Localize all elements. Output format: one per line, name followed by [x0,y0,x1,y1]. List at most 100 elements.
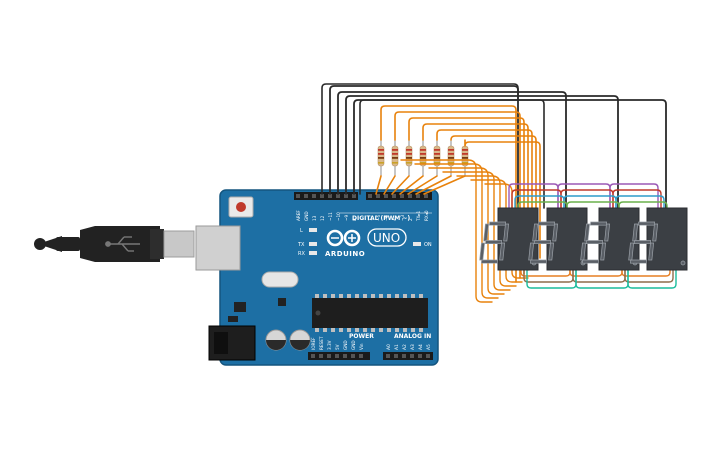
analog-pin[interactable] [402,354,406,358]
black-wires[interactable] [321,83,667,209]
wire[interactable] [624,269,674,283]
wire[interactable] [575,269,629,289]
power-pin[interactable] [335,354,339,358]
digital-pin[interactable] [352,194,356,198]
wire[interactable] [526,269,577,289]
wire[interactable] [422,123,529,271]
wire[interactable] [408,117,525,275]
digital-pin[interactable] [336,194,340,198]
digital-pin-label: 2 [408,218,413,221]
power-pin[interactable] [351,354,355,358]
wire[interactable] [359,99,545,209]
segment [532,223,539,242]
wire[interactable] [394,111,521,279]
segment [528,242,535,261]
seven-segment-display-2[interactable] [528,207,588,271]
digital-pin[interactable] [408,194,412,198]
digital-pin[interactable] [392,194,396,198]
digital-pin[interactable] [296,194,300,198]
resistor[interactable] [447,140,455,176]
wire[interactable] [621,269,671,277]
power-pin-label: 3.3V [327,340,332,350]
bottom-header-pins[interactable] [311,354,430,358]
wire[interactable] [627,269,677,289]
wire[interactable] [615,195,665,209]
wire[interactable] [566,201,620,209]
digital-header-pins[interactable] [296,194,428,198]
wire[interactable] [442,171,511,291]
segment [652,223,659,242]
wire[interactable] [612,189,662,209]
wire[interactable] [618,201,668,209]
wire[interactable] [423,175,466,195]
wire[interactable] [436,129,533,267]
wire[interactable] [609,183,659,209]
resistor[interactable] [391,140,399,176]
digital-pin[interactable] [400,194,404,198]
analog-pin[interactable] [386,354,390,358]
wire[interactable] [383,175,396,195]
digital-pin[interactable] [344,194,348,198]
digital-pin[interactable] [320,194,324,198]
power-pin[interactable] [359,354,363,358]
wire[interactable] [450,135,537,263]
wire[interactable] [321,83,519,195]
wire[interactable] [337,91,567,209]
resistor[interactable] [405,140,413,176]
wire[interactable] [399,175,424,195]
digital-pin-label: GND [304,211,309,221]
wire[interactable] [520,269,571,277]
power-pin[interactable] [327,354,331,358]
wire[interactable] [415,175,452,195]
digital-pin[interactable] [384,194,388,198]
wire[interactable] [400,159,493,303]
resistor-array[interactable] [377,140,469,176]
wire[interactable] [464,139,541,259]
power-label: POWER [349,333,374,340]
wire[interactable] [375,175,382,195]
seven-segment-displays[interactable] [479,207,688,271]
power-pin-label: RESET [319,336,324,350]
segment [604,223,611,242]
analog-pin[interactable] [394,354,398,358]
power-pin[interactable] [343,354,347,358]
segment-jumper-wires[interactable] [508,183,677,289]
chip-leg [371,328,375,332]
digital-pin-label: 4 [392,218,397,221]
seven-segment-display-4[interactable] [628,207,688,271]
digital-pin[interactable] [424,194,428,198]
wire[interactable] [380,105,517,283]
usb-cable[interactable] [34,226,195,262]
analog-pin-label: A3 [410,344,416,350]
wire[interactable] [414,163,499,299]
wire[interactable] [345,95,619,209]
power-pin-label: GND [351,340,356,350]
wire[interactable] [517,201,568,209]
analog-pin-label: A4 [418,344,424,350]
resistor[interactable] [433,140,441,176]
segment [552,223,559,242]
seven-segment-display-1[interactable] [479,207,539,271]
digital-pin[interactable] [312,194,316,198]
resistor[interactable] [377,140,385,176]
segment [499,242,506,261]
power-pin[interactable] [319,354,323,358]
chip-leg [363,328,367,332]
digital-pin[interactable] [304,194,308,198]
resistor[interactable] [461,140,469,176]
digital-pin[interactable] [368,194,372,198]
wire[interactable] [569,269,623,277]
power-pin[interactable] [311,354,315,358]
wire[interactable] [391,175,410,195]
wire[interactable] [560,189,614,209]
wire[interactable] [407,175,438,195]
digital-pin[interactable] [416,194,420,198]
chip-leg [395,328,399,332]
analog-pin[interactable] [410,354,414,358]
analog-pin[interactable] [418,354,422,358]
digital-pin[interactable] [376,194,380,198]
analog-pin[interactable] [426,354,430,358]
resistor[interactable] [419,140,427,176]
digital-pin[interactable] [328,194,332,198]
